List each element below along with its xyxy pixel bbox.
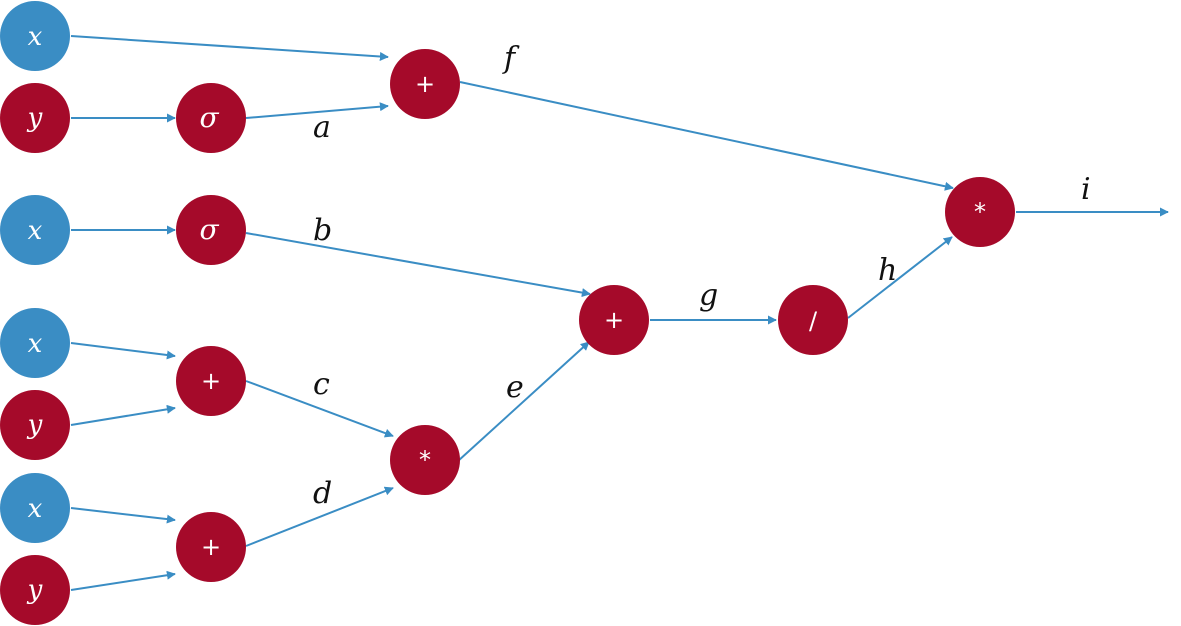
node-label: y [27,410,43,440]
input-node-x: x [0,1,70,71]
edge-label-b: b [313,213,332,248]
edge-x3-plus3 [70,342,176,360]
edge-y4-plus4 [70,570,176,591]
node-label: * [419,446,431,474]
edge-x4-plus4 [70,507,176,524]
edge-b [245,232,591,298]
node-label: * [974,198,986,226]
node-label: / [809,307,818,335]
node-label: x [28,216,43,246]
plus-node: + [176,512,246,582]
sigma-node: σ [176,195,246,265]
sigma-node: σ [176,83,246,153]
node-label: + [415,70,435,98]
input-node-x: x [0,308,70,378]
edge-d [245,486,394,547]
multiply-node: * [390,425,460,495]
edge-label-h: h [878,253,897,288]
input-node-y: y [0,390,70,460]
node-label: x [28,22,43,52]
edge-label-g: g [699,278,718,313]
divide-node: / [778,285,848,355]
node-label: y [27,103,43,133]
edge-label-a: a [313,110,331,145]
input-node-y: y [0,83,70,153]
input-node-x: x [0,473,70,543]
edge-label-e: e [506,370,524,405]
edge-y3-plus3 [70,404,176,426]
node-label: x [28,494,43,524]
edge-label-f: f [502,41,520,76]
edge-c [245,380,394,438]
plus-node: + [176,346,246,416]
input-node-y: y [0,555,70,625]
edges [70,35,1169,591]
plus-node: + [390,49,460,119]
edge-x1-plus1 [70,35,389,61]
node-label: + [201,533,221,561]
edge-label-c: c [313,367,330,402]
node-label: σ [199,101,219,134]
node-label: + [604,306,624,334]
edge-f [459,81,954,191]
node-label: σ [199,213,219,246]
edge-a [245,102,389,119]
edge-h [847,236,953,319]
node-label: y [27,575,43,605]
edge-e [457,341,590,462]
edge-label-i: i [1081,172,1091,207]
operation-nodes: y y y σ σ + + + [0,49,1015,625]
node-label: + [201,367,221,395]
edge-label-d: d [313,476,332,511]
input-node-x: x [0,195,70,265]
input-nodes: x x x x [0,1,70,543]
multiply-node: * [945,177,1015,247]
plus-node: + [579,285,649,355]
node-label: x [28,329,43,359]
